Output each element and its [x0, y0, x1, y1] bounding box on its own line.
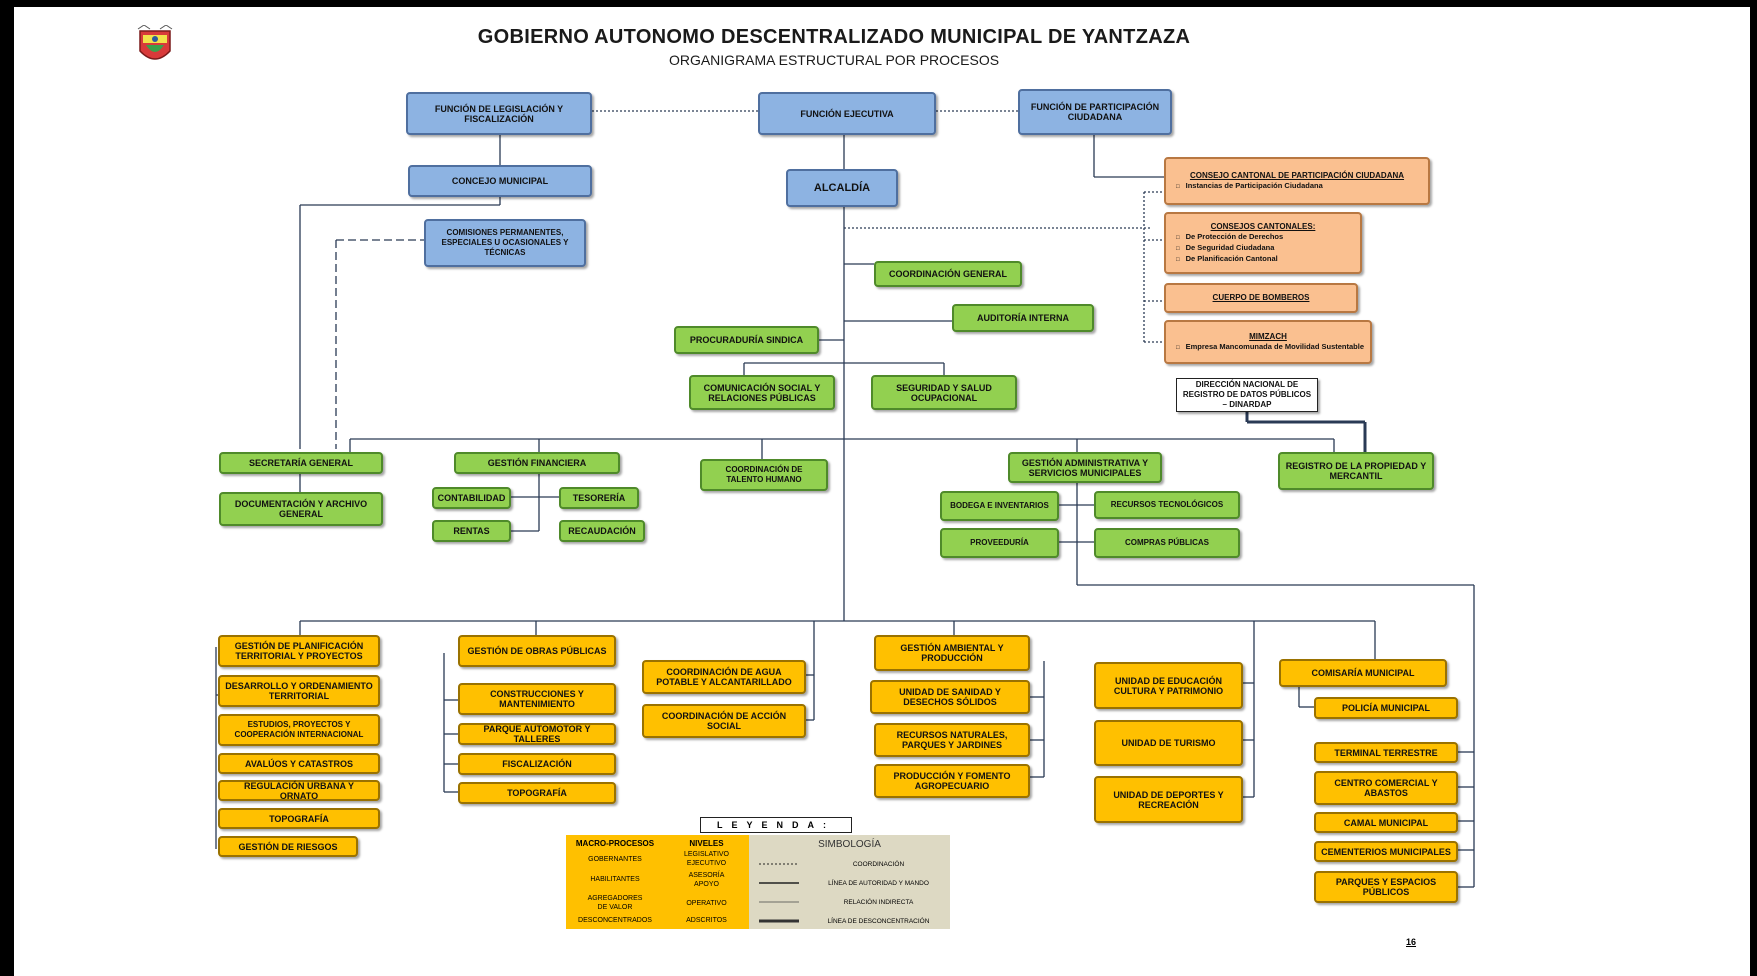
funcion-legislacion-box: FUNCIÓN DE LEGISLACIÓN Y FISCALIZACIÓN [406, 92, 592, 135]
gestion-administrativa-box: GESTIÓN ADMINISTRATIVA Y SERVICIOS MUNIC… [1008, 452, 1162, 483]
documentacion-archivo-box: DOCUMENTACIÓN Y ARCHIVO GENERAL [219, 492, 383, 526]
legend-line-samples [759, 863, 799, 923]
regulacion-urbana-box: REGULACIÓN URBANA Y ORNATO [218, 780, 380, 801]
comunicacion-social-box: COMUNICACIÓN SOCIAL Y RELACIONES PÚBLICA… [689, 375, 835, 410]
gestion-riesgos-box: GESTIÓN DE RIESGOS [218, 836, 358, 857]
cementerios-box: CEMENTERIOS MUNICIPALES [1314, 841, 1458, 862]
legend-col2-item: APOYO [694, 881, 719, 888]
page-subtitle: ORGANIGRAMA ESTRUCTURAL POR PROCESOS [668, 52, 1000, 68]
legend-col2-header: NIVELES [689, 839, 724, 848]
estudios-proyectos-box: ESTUDIOS, PROYECTOS Y COOPERACIÓN INTERN… [218, 714, 380, 746]
parque-automotor-box: PARQUE AUTOMOTOR Y TALLERES [458, 723, 616, 745]
legend-col1-item: AGREGADORES DE VALOR [587, 895, 643, 911]
construcciones-mantenimiento-box: CONSTRUCCIONES Y MANTENIMIENTO [458, 683, 616, 715]
gestion-obras-publicas-box: GESTIÓN DE OBRAS PÚBLICAS [458, 635, 616, 667]
compras-publicas-box: COMPRAS PÚBLICAS [1094, 528, 1240, 558]
concejo-municipal-box: CONCEJO MUNICIPAL [408, 165, 592, 197]
tesoreria-box: TESORERÍA [559, 487, 639, 509]
seguridad-salud-box: SEGURIDAD Y SALUD OCUPACIONAL [871, 375, 1017, 410]
legend-col2-item: EJECUTIVO [686, 860, 727, 867]
cuerpo-bomberos-label: CUERPO DE BOMBEROS [1212, 293, 1310, 302]
legend-col2-item: ASESORÍA [688, 872, 725, 879]
recursos-tecnologicos-box: RECURSOS TECNOLÓGICOS [1094, 491, 1240, 519]
contabilidad-box: CONTABILIDAD [432, 487, 511, 509]
centro-comercial-box: CENTRO COMERCIAL Y ABASTOS [1314, 771, 1458, 805]
org-chart-page: { "header": { "title": "GOBIERNO AUTONOM… [14, 7, 1750, 976]
consejos-cantonales-item: De Planificación Cantonal [1170, 254, 1278, 265]
mimzach-title: MIMZACH [1249, 331, 1287, 341]
consejos-cantonales-box: CONSEJOS CANTONALES: De Protección de De… [1164, 212, 1362, 274]
avaluos-catastros-box: AVALÚOS Y CATASTROS [218, 753, 380, 774]
municipal-coat-of-arms-logo [137, 25, 173, 60]
legend-col1-item: GOBERNANTES [588, 856, 642, 863]
accion-social-box: COORDINACIÓN DE ACCIÓN SOCIAL [642, 704, 806, 738]
legend-simbologia: SIMBOLOGÍA COORDINACIÓN LÍNEA DE AUTORID… [749, 835, 950, 929]
deportes-recreacion-box: UNIDAD DE DEPORTES Y RECREACIÓN [1094, 776, 1243, 823]
legend-col3-item: RELACIÓN INDIRECTA [843, 899, 914, 906]
consejos-cantonales-title: CONSEJOS CANTONALES: [1210, 221, 1316, 231]
comisiones-box: COMISIONES PERMANENTES, ESPECIALES U OCA… [424, 219, 586, 267]
page-number: 16 [1406, 937, 1417, 947]
policia-municipal-box: POLICÍA MUNICIPAL [1314, 697, 1458, 719]
topografia-planificacion-box: TOPOGRAFÍA [218, 808, 380, 829]
educacion-cultura-box: UNIDAD DE EDUCACIÓN CULTURA Y PATRIMONIO [1094, 662, 1243, 709]
funcion-ejecutiva-box: FUNCIÓN EJECUTIVA [758, 92, 936, 135]
legend-title: LEYENDA: [700, 817, 852, 833]
secretaria-general-box: SECRETARÍA GENERAL [219, 452, 383, 474]
legend-col1-item: HABILITANTES [590, 876, 640, 883]
auditoria-interna-box: AUDITORÍA INTERNA [952, 304, 1094, 332]
fiscalizacion-box: FISCALIZACIÓN [458, 753, 616, 775]
legend-col3-item: LÍNEA DE DESCONCENTRACIÓN [827, 918, 930, 925]
talento-humano-box: COORDINACIÓN DE TALENTO HUMANO [700, 459, 828, 491]
recursos-naturales-box: RECURSOS NATURALES, PARQUES Y JARDINES [874, 723, 1030, 757]
consejo-participacion-item: Instancias de Participación Ciudadana [1170, 181, 1323, 192]
cuerpo-bomberos-box: CUERPO DE BOMBEROS [1164, 283, 1358, 313]
consejos-cantonales-item: De Seguridad Ciudadana [1170, 243, 1275, 254]
legend-col2-item: OPERATIVO [686, 900, 727, 907]
parques-espacios-box: PARQUES Y ESPACIOS PÚBLICOS [1314, 871, 1458, 903]
page-title: GOBIERNO AUTONOMO DESCENTRALIZADO MUNICI… [477, 26, 1191, 48]
sanidad-desechos-box: UNIDAD DE SANIDAD Y DESECHOS SÓLIDOS [870, 680, 1030, 714]
legend-col3-item: LÍNEA DE AUTORIDAD Y MANDO [828, 880, 929, 887]
legend-col1-header: MACRO-PROCESOS [575, 839, 655, 848]
registro-propiedad-box: REGISTRO DE LA PROPIEDAD Y MERCANTIL [1278, 452, 1434, 490]
legend-col2-item: LEGISLATIVO [684, 851, 729, 858]
topografia-obras-box: TOPOGRAFÍA [458, 782, 616, 804]
comisaria-municipal-box: COMISARÍA MUNICIPAL [1279, 659, 1447, 687]
camal-municipal-box: CAMAL MUNICIPAL [1314, 812, 1458, 833]
planificacion-territorial-box: GESTIÓN DE PLANIFICACIÓN TERRITORIAL Y P… [218, 635, 380, 667]
bodega-inventarios-box: BODEGA E INVENTARIOS [940, 491, 1059, 521]
terminal-terrestre-box: TERMINAL TERRESTRE [1314, 742, 1458, 763]
turismo-box: UNIDAD DE TURISMO [1094, 720, 1243, 766]
recaudacion-box: RECAUDACIÓN [559, 520, 645, 542]
legend-macroprocesos: MACRO-PROCESOS GOBERNANTES HABILITANTES … [566, 835, 664, 929]
consejo-participacion-title: CONSEJO CANTONAL DE PARTICIPACIÓN CIUDAD… [1189, 170, 1405, 180]
produccion-agropecuaria-box: PRODUCCIÓN Y FOMENTO AGROPECUARIO [874, 764, 1030, 798]
dinardap-box: DIRECCIÓN NACIONAL DE REGISTRO DE DATOS … [1176, 378, 1318, 412]
gestion-financiera-box: GESTIÓN FINANCIERA [454, 452, 620, 474]
consejos-cantonales-item: De Protección de Derechos [1170, 232, 1284, 243]
procuraduria-box: PROCURADURÍA SINDICA [674, 326, 819, 354]
coordinacion-general-box: COORDINACIÓN GENERAL [874, 261, 1022, 287]
desarrollo-ordenamiento-box: DESARROLLO Y ORDENAMIENTO TERRITORIAL [218, 675, 380, 707]
alcaldia-box: ALCALDÍA [786, 169, 898, 207]
legend-col3-header: SIMBOLOGÍA [818, 839, 881, 850]
legend-niveles: NIVELES LEGISLATIVO EJECUTIVO ASESORÍA A… [664, 835, 749, 929]
mimzach-item: Empresa Mancomunada de Movilidad Sustent… [1170, 342, 1364, 353]
agua-potable-box: COORDINACIÓN DE AGUA POTABLE Y ALCANTARI… [642, 660, 806, 694]
legend: MACRO-PROCESOS GOBERNANTES HABILITANTES … [566, 835, 950, 929]
funcion-participacion-box: FUNCIÓN DE PARTICIPACIÓN CIUDADANA [1018, 89, 1172, 135]
legend-col3-item: COORDINACIÓN [852, 861, 905, 868]
legend-col1-item: DESCONCENTRADOS [578, 917, 652, 924]
connector-lines [215, 110, 1475, 888]
proveeduria-box: PROVEEDURÍA [940, 528, 1059, 558]
rentas-box: RENTAS [432, 520, 511, 542]
gestion-ambiental-box: GESTIÓN AMBIENTAL Y PRODUCCIÓN [874, 635, 1030, 671]
consejo-participacion-box: CONSEJO CANTONAL DE PARTICIPACIÓN CIUDAD… [1164, 157, 1430, 205]
mimzach-box: MIMZACH Empresa Mancomunada de Movilidad… [1164, 320, 1372, 364]
legend-col2-item: ADSCRITOS [686, 917, 727, 924]
